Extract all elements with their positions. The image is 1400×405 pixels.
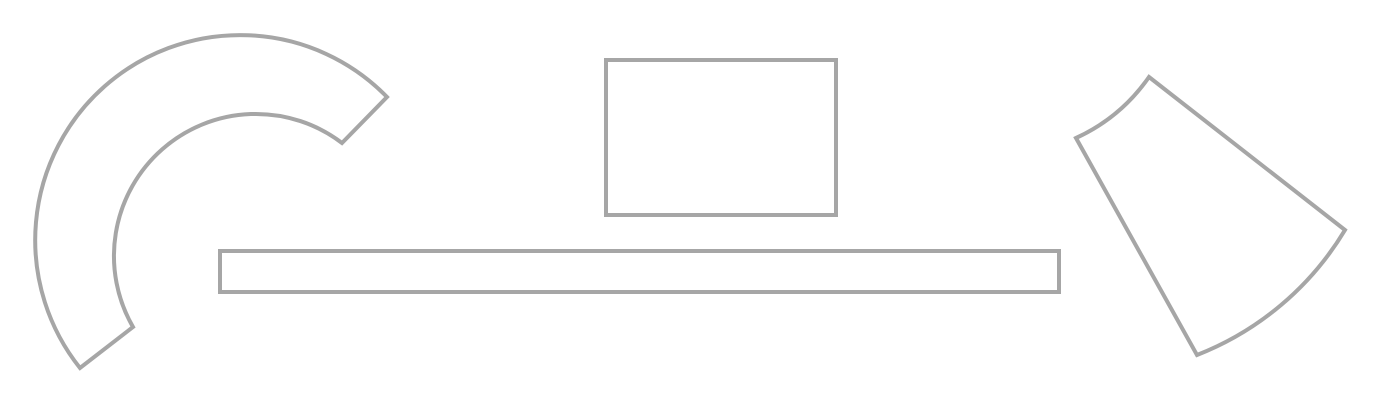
sector-shape xyxy=(1073,74,1348,358)
box-shape xyxy=(604,58,838,217)
long-bar-shape xyxy=(218,249,1061,294)
arc-shape xyxy=(33,33,390,371)
